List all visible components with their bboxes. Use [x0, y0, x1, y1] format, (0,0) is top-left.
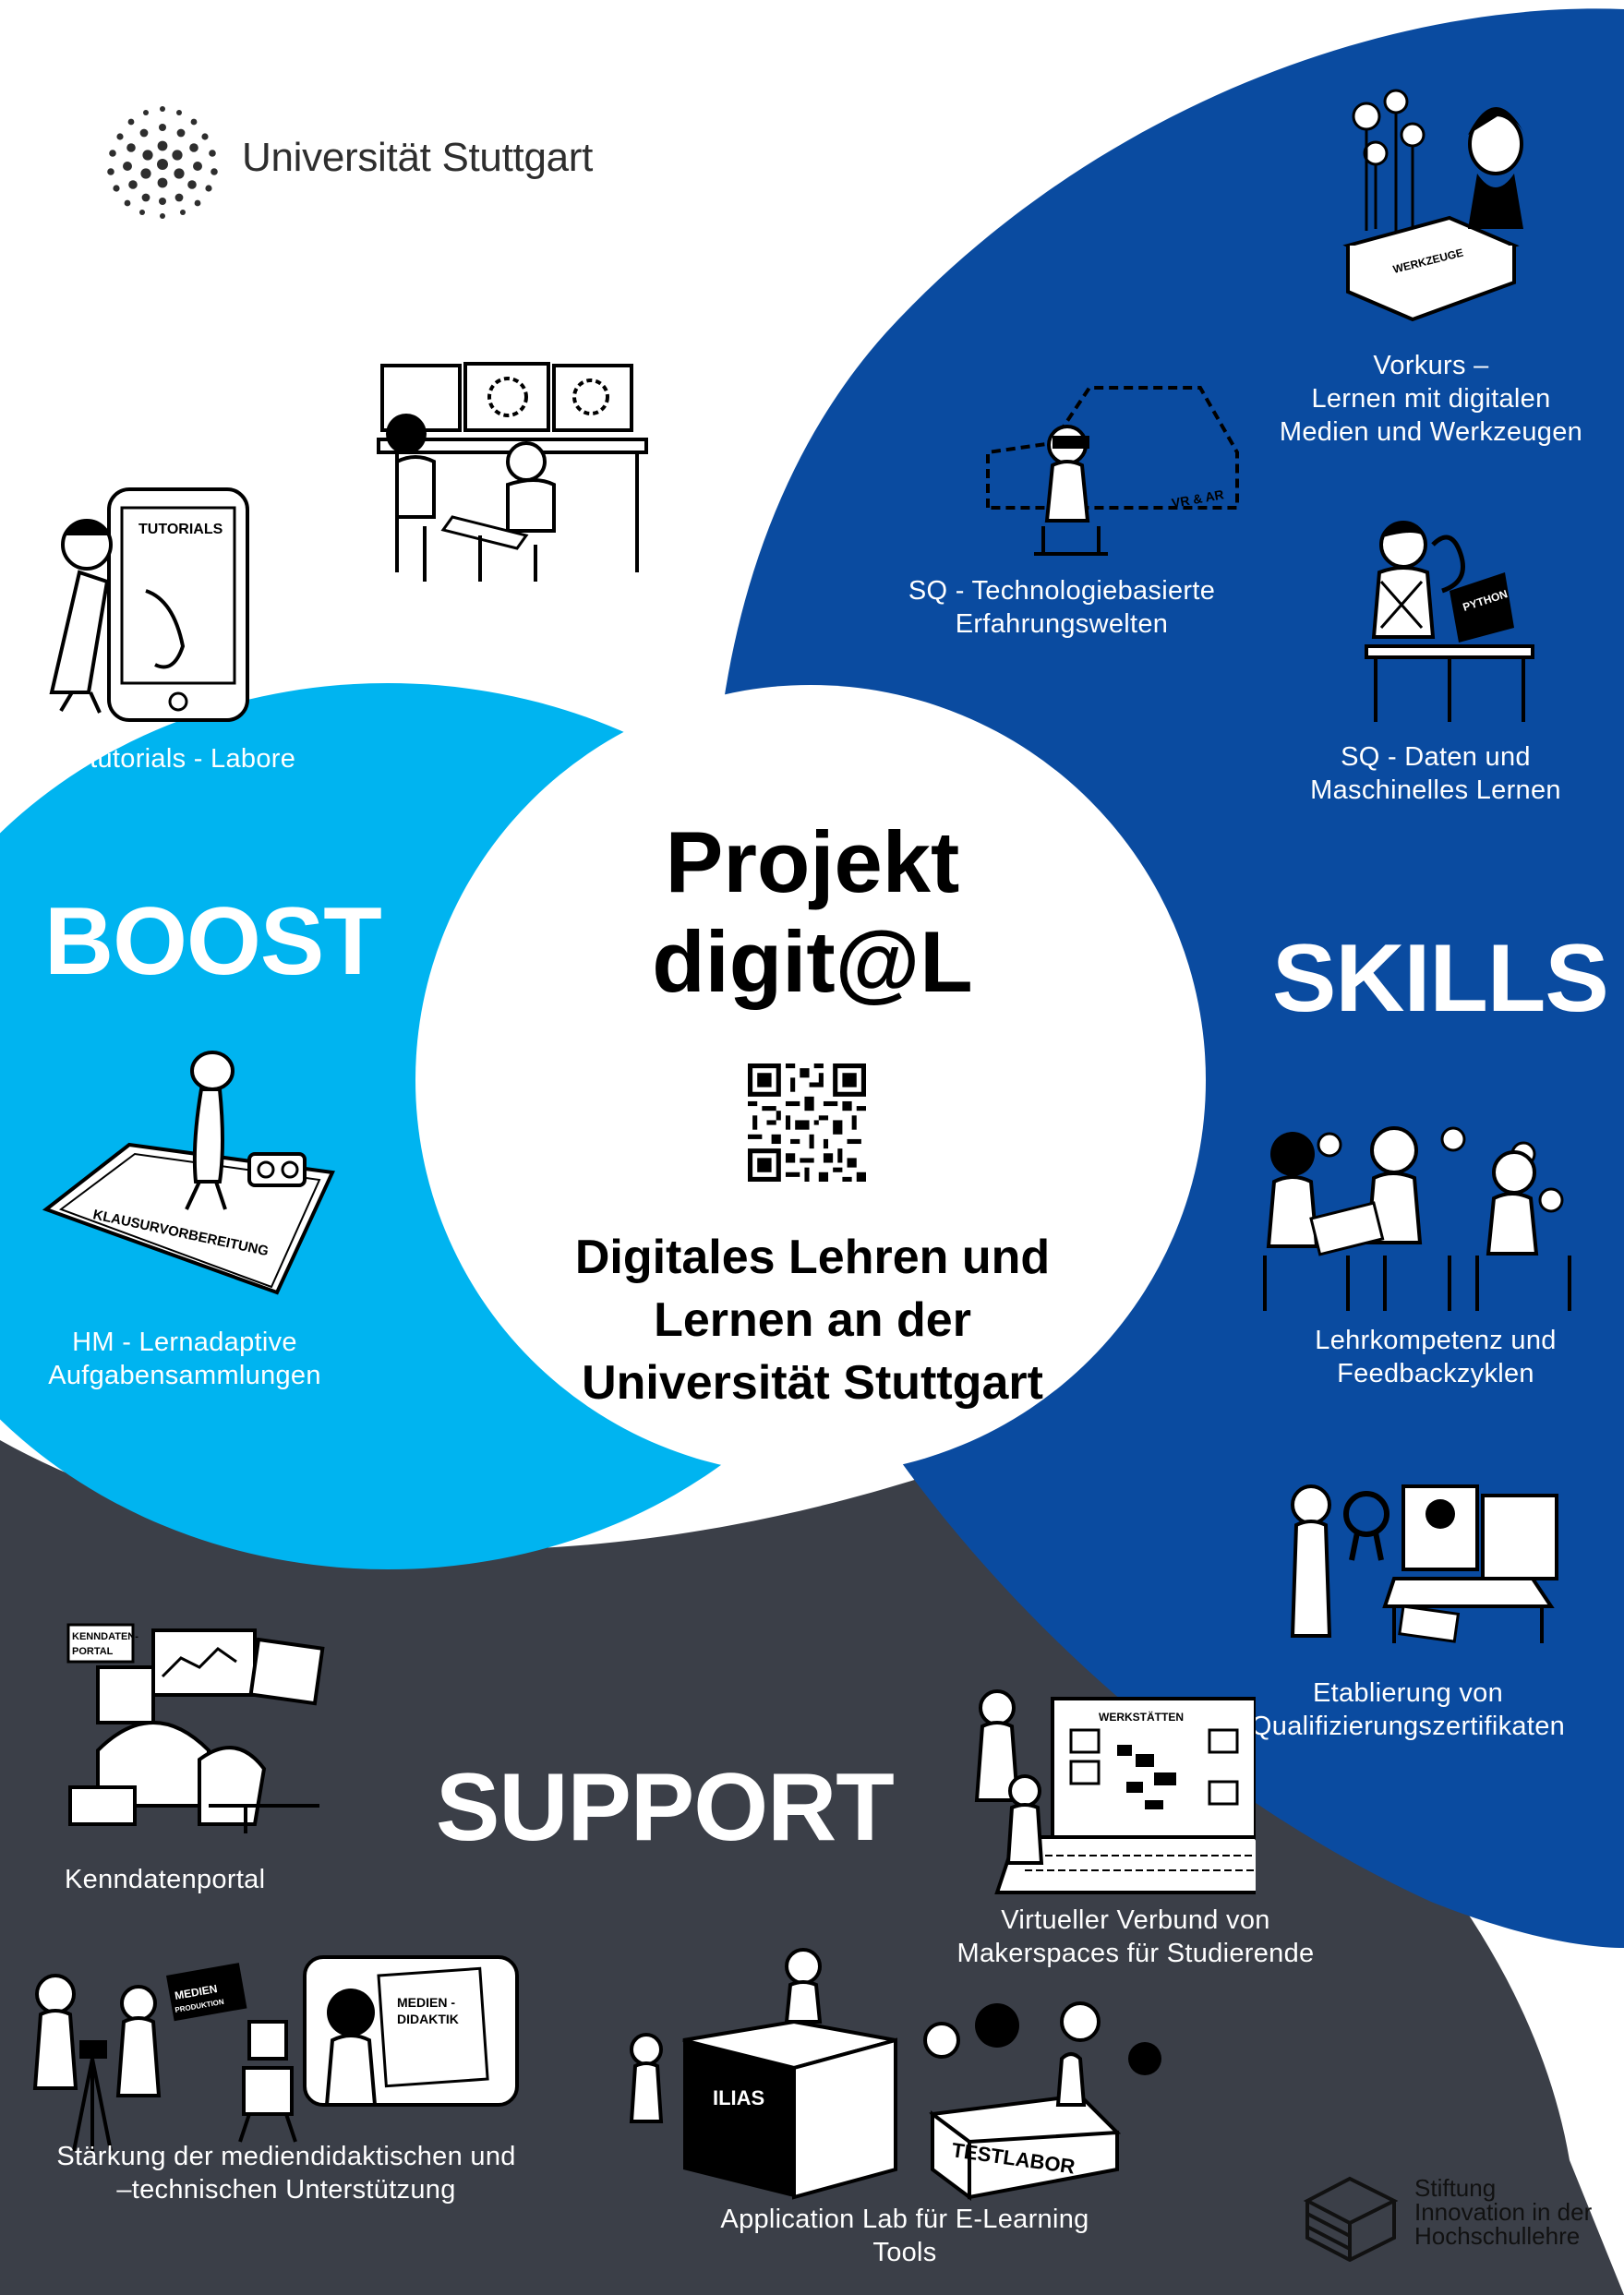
vorkurs-label: Vorkurs – Lernen mit digitalen Medien un… — [1256, 349, 1606, 449]
mediathek-line1: Mediathek – — [447, 626, 596, 655]
staerkung-line2: –technischen Unterstützung — [116, 2175, 456, 2205]
sq-tech-line1: SQ - Technologiebasierte — [908, 576, 1216, 606]
subtitle-line2: Lernen an der — [654, 1293, 971, 1347]
sq-daten-line2: Maschinelles Lernen — [1310, 775, 1561, 805]
kenndatenportal-line1: Kenndatenportal — [65, 1865, 266, 1894]
mediathek-illustration — [377, 362, 648, 582]
qr-code[interactable] — [748, 1063, 866, 1182]
tutorials-phone-illustration: TUTORIALS — [49, 487, 249, 722]
stiftung-line1: Stiftung — [1414, 2174, 1497, 2202]
etablierung-line2: Qualifizierungszertifikaten — [1250, 1712, 1566, 1741]
makerspaces-line1: Virtueller Verbund von — [1001, 1905, 1270, 1935]
etablierung-line1: Etablierung von — [1312, 1678, 1504, 1708]
videotutorials-label: Videotutorials - Labore — [20, 742, 295, 775]
vr-ar-illustration: VR & AR — [986, 386, 1239, 556]
medien-illustration: MEDIEN PRODUKTION MEDIEN - DIDAKTIK — [32, 1955, 519, 2152]
mediendidaktik-badge-line2: DIDAKTIK — [397, 2012, 459, 2026]
project-title: Projekt digit@L — [499, 812, 1126, 1012]
kenndaten-badge-line1: KENNDATEN- — [72, 1631, 138, 1642]
kenndatenportal-label: Kenndatenportal — [65, 1863, 265, 1896]
stiftung-cube-logo — [1304, 2176, 1398, 2262]
application-lab-illustration: ILIAS TESTLABOR — [629, 1948, 1161, 2201]
vorkurs-line3: Medien und Werkzeugen — [1279, 417, 1583, 447]
sq-daten-label: SQ - Daten und Maschinelles Lernen — [1293, 740, 1579, 807]
sq-tech-label: SQ - Technologiebasierte Erfahrungswelte… — [886, 574, 1237, 641]
hm-line1: HM - Lernadaptive — [72, 1328, 297, 1357]
stiftung-line3: Hochschullehre — [1414, 2222, 1581, 2250]
mediendidaktik-badge-line1: MEDIEN - — [397, 1995, 455, 2010]
skills-heading: SKILLS — [1272, 925, 1609, 1032]
university-dots-logo — [107, 106, 218, 219]
makerspaces-label: Virtueller Verbund von Makerspaces für S… — [932, 1904, 1339, 1970]
subtitle-line1: Digitales Lehren und — [574, 1231, 1051, 1284]
lehrkompetenz-label: Lehrkompetenz und Feedbackzyklen — [1293, 1324, 1579, 1390]
vorkurs-illustration: WERKZEUGE — [1342, 89, 1525, 322]
tutorials-badge: TUTORIALS — [138, 522, 223, 537]
videotutorials-line1: Videotutorials - Labore — [20, 744, 296, 774]
university-name: Universität Stuttgart — [242, 135, 594, 180]
stiftung-name: Stiftung Innovation in der Hochschullehr… — [1414, 2176, 1592, 2248]
project-title-line2: digit@L — [652, 913, 973, 1010]
staerkung-label: Stärkung der mediendidaktischen und –tec… — [37, 2140, 535, 2206]
hm-label: HM - Lernadaptive Aufgabensammlungen — [28, 1326, 342, 1392]
application-lab-label: Application Lab für E-Learning Tools — [702, 2203, 1108, 2269]
hm-line2: Aufgabensammlungen — [48, 1361, 321, 1390]
project-title-line1: Projekt — [665, 813, 960, 910]
kenndatenportal-illustration: KENNDATEN- PORTAL — [66, 1623, 325, 1833]
etablierung-illustration — [1290, 1484, 1558, 1643]
staerkung-line1: Stärkung der mediendidaktischen und — [56, 2142, 516, 2171]
ilias-badge: ILIAS — [713, 2086, 764, 2109]
stiftung-line2: Innovation in der — [1414, 2198, 1593, 2226]
lehrkompetenz-line1: Lehrkompetenz und — [1315, 1326, 1557, 1355]
mediathek-label: Mediathek – interdiszipl. Erklärmedien — [351, 624, 692, 691]
sq-tech-line2: Erfahrungswelten — [955, 609, 1169, 639]
python-illustration: PYTHON — [1365, 521, 1534, 722]
support-heading: SUPPORT — [436, 1754, 895, 1861]
lehrkompetenz-line2: Feedbackzyklen — [1337, 1359, 1534, 1388]
mediathek-line2: interdiszipl. Erklärmedien — [368, 659, 675, 689]
application-lab-line1: Application Lab für E-Learning — [720, 2205, 1089, 2234]
kenndaten-badge-line2: PORTAL — [72, 1646, 114, 1657]
makerspaces-line2: Makerspaces für Studierende — [956, 1939, 1315, 1968]
vorkurs-line2: Lernen mit digitalen — [1311, 384, 1551, 414]
project-subtitle: Digitales Lehren und Lernen an der Unive… — [499, 1226, 1126, 1414]
werkstaetten-illustration: WERKSTÄTTEN — [974, 1689, 1256, 1894]
werkstaetten-badge: WERKSTÄTTEN — [1099, 1710, 1184, 1724]
boost-heading: BOOST — [44, 888, 382, 995]
subtitle-line3: Universität Stuttgart — [582, 1356, 1043, 1410]
lehrkompetenz-illustration — [1263, 1126, 1571, 1311]
sq-daten-line1: SQ - Daten und — [1341, 742, 1531, 772]
klausurvorbereitung-illustration: KLAUSURVORBEREITUNG — [42, 1051, 335, 1295]
etablierung-label: Etablierung von Qualifizierungszertifika… — [1237, 1676, 1579, 1743]
vorkurs-line1: Vorkurs – — [1373, 351, 1489, 380]
application-lab-line2: Tools — [872, 2238, 937, 2267]
